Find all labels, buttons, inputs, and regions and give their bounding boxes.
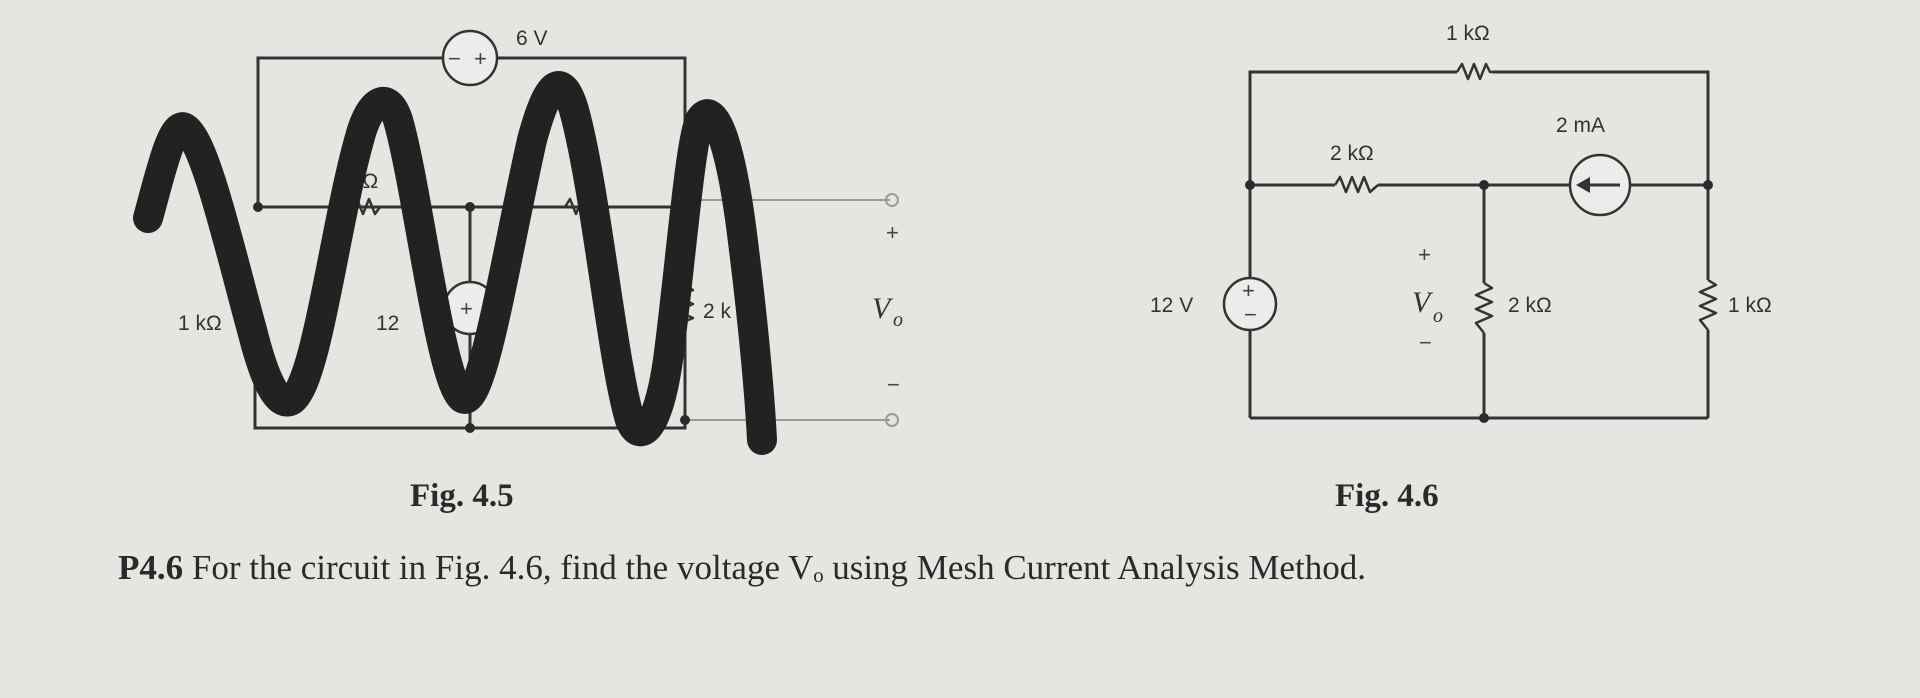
fig45-source-top-label: 6 V bbox=[516, 27, 548, 50]
fig45-node bbox=[253, 202, 263, 212]
fig46-caption: Fig. 4.6 bbox=[1335, 478, 1439, 514]
fig45-source-mid-label: 12 bbox=[376, 312, 399, 335]
fig45-voltage-source-top bbox=[441, 29, 499, 87]
fig46-vo-sub: o bbox=[1433, 305, 1443, 327]
svg-text:−: − bbox=[448, 46, 461, 71]
fig46-res-mid-label: 2 kΩ bbox=[1330, 142, 1374, 165]
fig46-vo-label: V bbox=[1412, 286, 1434, 319]
fig45-output-label: V bbox=[872, 292, 894, 325]
fig46-node bbox=[1479, 180, 1489, 190]
fig45-output-sub: o bbox=[893, 309, 903, 331]
fig46-voltage-source bbox=[1222, 276, 1278, 332]
problem-statement: P4.6 For the circuit in Fig. 4.6, find t… bbox=[118, 548, 1366, 588]
fig46-top-wire-right bbox=[1493, 70, 1710, 185]
svg-text:+: + bbox=[1242, 278, 1255, 303]
fig45-node bbox=[680, 415, 690, 425]
fig46-node bbox=[1703, 180, 1713, 190]
fig46-top-wire bbox=[1248, 70, 1457, 185]
fig46-node bbox=[1245, 180, 1255, 190]
fig45-top-wire bbox=[256, 56, 443, 205]
fig45-node bbox=[465, 423, 475, 433]
fig46-resistor-center bbox=[1474, 281, 1494, 334]
fig46-current-arrow-head bbox=[1576, 177, 1590, 193]
fig46-vo-plus: + bbox=[1418, 242, 1431, 267]
problem-text: For the circuit in Fig. 4.6, find the vo… bbox=[191, 548, 1366, 587]
fig45-output-plus: + bbox=[886, 220, 899, 245]
fig45-output-terminal-top bbox=[885, 193, 899, 207]
fig46-res-right-label: 1 kΩ bbox=[1728, 294, 1772, 317]
fig46-res-center-label: 2 kΩ bbox=[1508, 294, 1552, 317]
fig45-output-minus: − bbox=[887, 372, 900, 397]
fig46-resistor-top bbox=[1455, 62, 1493, 81]
fig46-vo-minus: − bbox=[1419, 330, 1432, 355]
problem-number: P4.6 bbox=[118, 548, 184, 587]
fig45-res-right-label: 2 k bbox=[703, 300, 732, 323]
fig46-current-source-label: 2 mA bbox=[1556, 114, 1605, 137]
fig46-voltage-source-label: 12 V bbox=[1150, 294, 1193, 317]
fig46-resistor-right bbox=[1698, 278, 1718, 331]
fig45-res-left-label: 1 kΩ bbox=[178, 312, 222, 335]
svg-text:−: − bbox=[1244, 302, 1257, 327]
fig46-circuit: 1 kΩ 2 kΩ 2 mA + − 12 V + V o − 2 kΩ 1 k… bbox=[1150, 22, 1772, 423]
fig45-output-terminal-bottom bbox=[885, 413, 899, 427]
fig46-resistor-mid bbox=[1333, 175, 1379, 194]
marker-scribble bbox=[133, 71, 777, 455]
fig46-node bbox=[1479, 413, 1489, 423]
svg-text:+: + bbox=[474, 46, 487, 71]
fig46-res-top-label: 1 kΩ bbox=[1446, 22, 1490, 45]
svg-text:+: + bbox=[460, 296, 473, 321]
fig45-caption: Fig. 4.5 bbox=[410, 478, 514, 514]
fig45-node bbox=[465, 202, 475, 212]
